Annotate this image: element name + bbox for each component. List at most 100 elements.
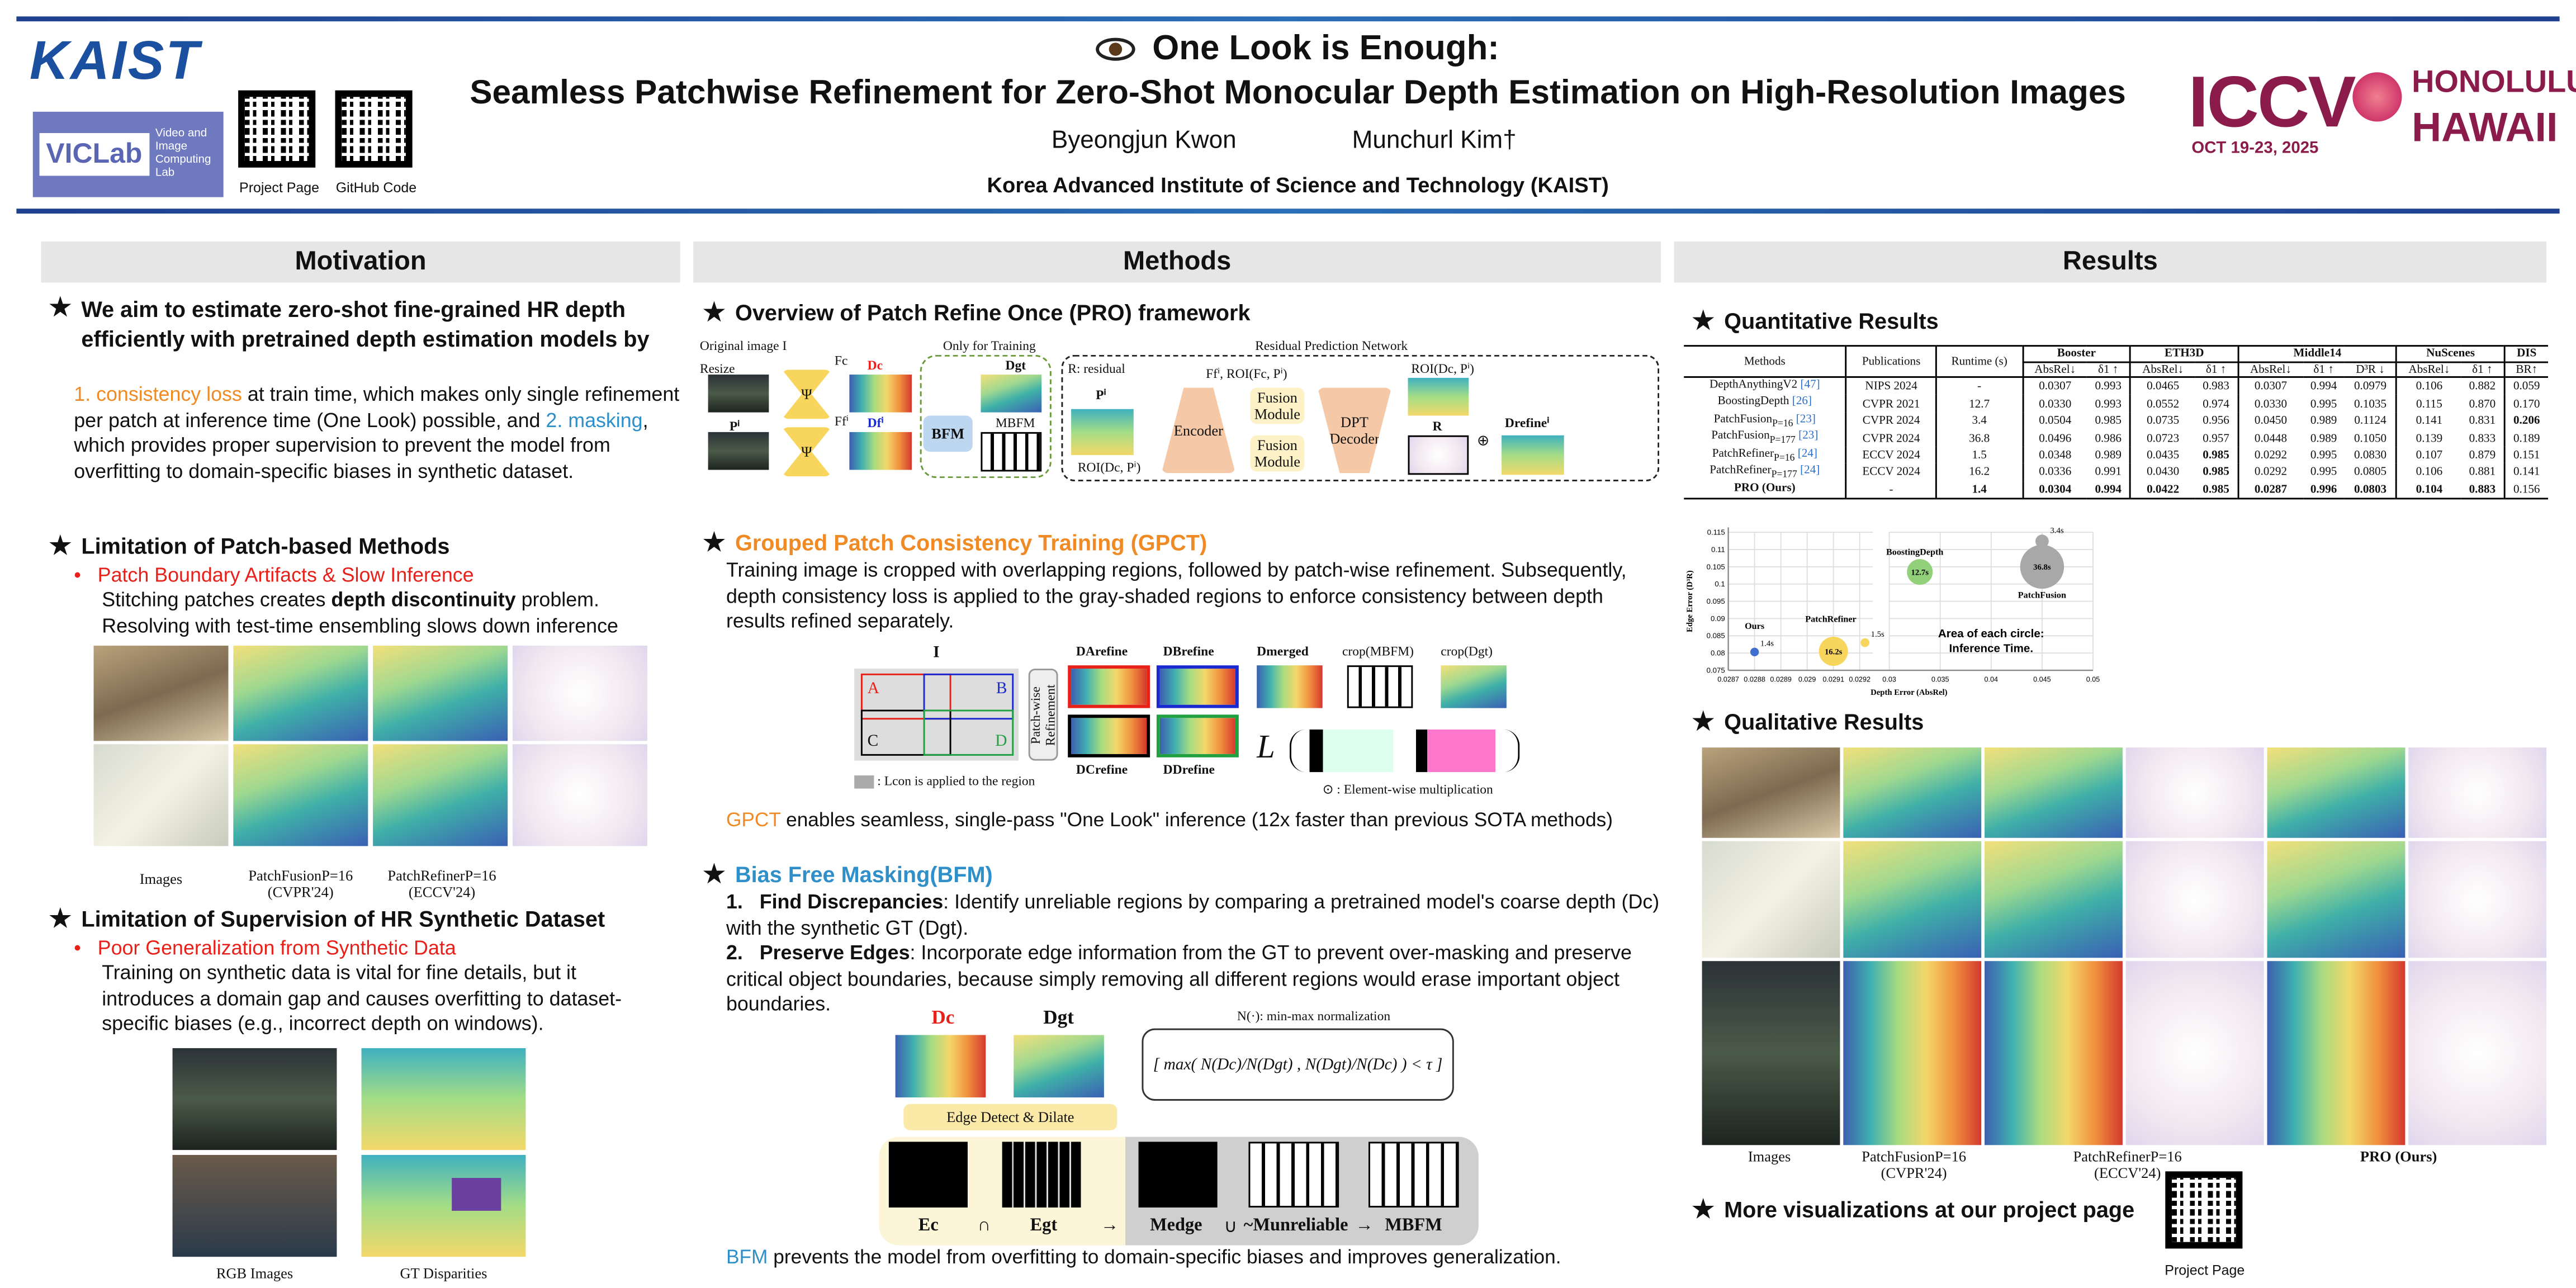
metric-cell: 0.059 — [2503, 376, 2549, 395]
y-tick-label: 0.11 — [1711, 545, 1725, 553]
original-image-thumb — [708, 375, 769, 413]
metric-cell: 0.985 — [2203, 465, 2229, 479]
qr-code-project-page[interactable] — [238, 90, 316, 168]
qr-code-project-page-results[interactable] — [2165, 1171, 2243, 1249]
point2-key: 2. masking — [546, 408, 643, 432]
qual-image-row1 — [1702, 747, 1840, 838]
metric-cell: 0.1050 — [2354, 431, 2387, 445]
star-icon: ★ — [1692, 1196, 1715, 1224]
fine-depth-thumb — [849, 432, 912, 470]
lim1-zoom-rgb — [93, 744, 229, 846]
star-icon: ★ — [49, 532, 72, 561]
metric-header: AbsRel↓ — [2129, 361, 2195, 378]
qual-pro-depth-row1 — [2267, 747, 2405, 838]
title-line1: One Look is Enough: — [1152, 29, 1499, 68]
metric-cell: 0.0307 — [2237, 376, 2303, 395]
metric-cell: 0.985 — [2095, 414, 2122, 428]
metric-cell: 0.170 — [2503, 395, 2549, 413]
method-name: BoostingDepth — [1717, 395, 1789, 409]
label-residual: R: residual — [1068, 361, 1125, 376]
plus-icon: ⊕ — [1476, 432, 1490, 449]
viclab-logo-text: VICLab — [39, 133, 149, 176]
label-egt: Egt — [1030, 1215, 1058, 1235]
metric-cell: 0.0430 — [2129, 463, 2195, 481]
title-line1-wrap: One Look is Enough: — [443, 30, 2152, 69]
affiliation: Korea Advanced Institute of Science and … — [987, 172, 1609, 197]
overview-heading: ★Overview of Patch Refine Once (PRO) fra… — [703, 301, 1251, 325]
y-tick-label: 0.1 — [1715, 580, 1725, 588]
fusion-module-2: Fusion Module — [1250, 435, 1305, 472]
bfm-heading: ★Bias Free Masking(BFM) — [703, 863, 993, 887]
label-mbfm-output: MBFM — [1385, 1215, 1442, 1235]
metric-cell: 0.104 — [2395, 480, 2461, 499]
point1-text: at train time, which makes only single r… — [74, 382, 680, 432]
label-ec: Ec — [918, 1215, 939, 1235]
col-runtime: Runtime (s) — [1935, 345, 2023, 377]
label-only-training: Only for Training — [943, 338, 1036, 353]
publication-cell: ECCV 2024 — [1845, 446, 1936, 464]
depth-model-psi-bottom: Ψ — [782, 427, 832, 477]
citation: [26] — [1792, 395, 1812, 409]
region-c-label: C — [867, 732, 879, 751]
bubble-ours — [1750, 647, 1759, 656]
metric-cell: 0.995 — [2310, 465, 2337, 479]
author-2: Munchurl Kim† — [1352, 126, 1517, 155]
qual-heading: ★Qualitative Results — [1692, 710, 1924, 735]
gpct-label-i: I — [933, 644, 940, 662]
psi-label: Ψ — [801, 443, 812, 460]
gpct-heading: ★Grouped Patch Consistency Training (GPC… — [703, 531, 1207, 555]
patchwise-refinement-block: Patch-wise Refinement — [1028, 669, 1058, 761]
qual-patchrefiner-error-row3 — [2125, 961, 2264, 1145]
header-divider — [16, 209, 2560, 214]
metric-cell: 0.879 — [2469, 448, 2496, 462]
metric-header: AbsRel↓ — [2237, 361, 2303, 378]
bfm-label-dc: Dc — [931, 1005, 955, 1029]
series-label: PatchFusion — [2018, 590, 2066, 600]
citation: [47] — [1800, 377, 1820, 391]
label-d-b-refine: DBrefine — [1163, 644, 1214, 659]
metric-cell: 0.0330 — [2237, 395, 2303, 413]
consistency-loss-symbol: L — [1257, 729, 1275, 766]
metric-cell: 0.994 — [2095, 482, 2122, 496]
region-c: C — [860, 709, 951, 756]
bfm-item-1-num: 1. — [726, 890, 743, 913]
title-line2: Seamless Patchwise Refinement for Zero-S… — [470, 74, 2126, 112]
limitation2-bullet-text: Poor Generalization from Synthetic Data — [97, 936, 456, 960]
label-medge: Medge — [1150, 1215, 1202, 1235]
kaist-logo: KAIST — [29, 29, 201, 91]
synthetic-rgb-1 — [172, 1048, 337, 1150]
metric-cell: 0.0504 — [2021, 412, 2087, 429]
metric-cell: 0.0979 — [2345, 376, 2397, 395]
method-name: DepthAnythingV2 — [1709, 377, 1798, 391]
qual-pro-error-row3 — [2408, 961, 2547, 1145]
lim1-zoom-patchrefiner — [373, 744, 508, 846]
hibiscus-icon — [2352, 72, 2402, 122]
bfm-item-2-key: Preserve Edges — [759, 941, 910, 965]
qr-code-github[interactable] — [335, 90, 413, 168]
label-dc: Dc — [867, 358, 883, 373]
col-group-booster: Booster — [2021, 345, 2130, 362]
x-tick-label: 0.0292 — [1849, 676, 1871, 684]
metric-cell: 0.0435 — [2129, 446, 2195, 464]
crop-mask-thumb — [1347, 665, 1413, 708]
metric-cell: 0.0805 — [2354, 465, 2387, 479]
bfm-mask-output — [1368, 1142, 1459, 1208]
lim1-image-patchfusion — [233, 645, 368, 741]
bubble-time-label: 16.2s — [1825, 647, 1843, 656]
metric-cell: 0.991 — [2095, 465, 2122, 479]
metric-cell: 0.141 — [2395, 412, 2461, 429]
method-name: PRO (Ours) — [1734, 480, 1796, 494]
metric-cell: 0.0465 — [2129, 376, 2195, 395]
method-subscript: P=177 — [1771, 471, 1797, 481]
bubble-time-label: 12.7s — [1911, 568, 1929, 577]
label-roi-dc-output: ROI(Dc, Pⁱ) — [1411, 361, 1475, 376]
author-1: Byeongjun Kwon — [1051, 126, 1237, 155]
bfm-item-2-num: 2. — [726, 941, 743, 965]
region-b: B — [923, 673, 1014, 720]
bfm-item-2-text: : Incorporate edge information from the … — [726, 941, 1632, 1016]
quant-title: Quantitative Results — [1724, 309, 1939, 334]
label-resize: Resize — [699, 361, 735, 376]
